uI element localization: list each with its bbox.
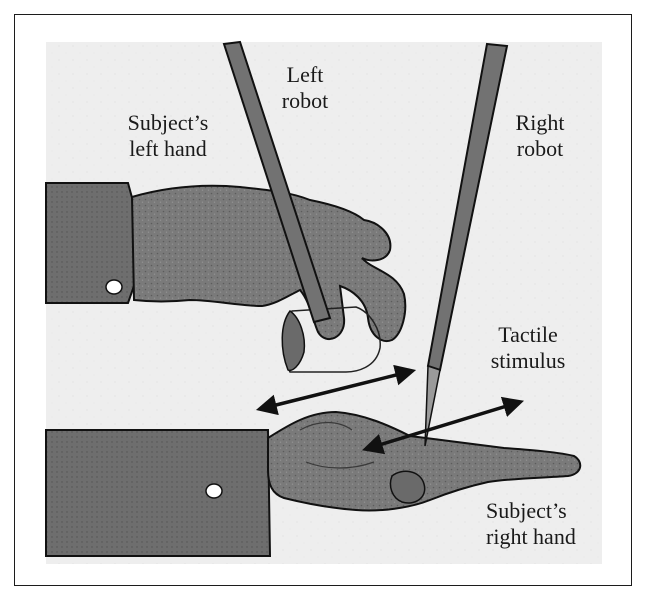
label-left-robot: Left robot bbox=[281, 62, 329, 113]
sleeve-button bbox=[205, 483, 223, 499]
left-sleeve bbox=[45, 182, 137, 304]
label-tactile-stimulus: Tactile stimulus bbox=[490, 322, 566, 373]
right-thumb bbox=[389, 470, 426, 504]
left-motion-arrow bbox=[255, 364, 417, 416]
label-subject-left-hand: Subject’s left hand bbox=[127, 110, 209, 161]
sleeve-button bbox=[105, 279, 123, 295]
right-sleeve bbox=[45, 429, 272, 557]
right-motion-arrow bbox=[361, 396, 525, 455]
label-right-robot: Right robot bbox=[515, 110, 565, 161]
palm-lines bbox=[299, 421, 375, 469]
left-robot-probe bbox=[222, 40, 332, 324]
subject-left-hand bbox=[130, 184, 407, 342]
label-subject-right-hand: Subject’s right hand bbox=[486, 498, 576, 549]
